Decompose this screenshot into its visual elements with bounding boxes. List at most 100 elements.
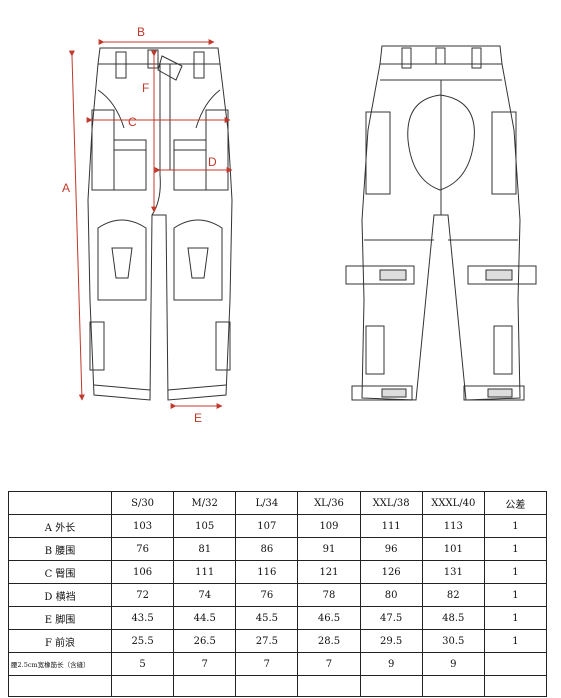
table-cell: 45.5: [235, 606, 299, 630]
table-cell: 48.5: [421, 606, 485, 630]
table-row: E 脚围 43.5 44.5 45.5 46.5 47.5 48.5 1: [8, 606, 548, 630]
table-cell: 30.5: [421, 629, 485, 653]
table-cell: [483, 652, 548, 676]
measure-a-label: A: [62, 181, 70, 195]
header-cell: L/34: [235, 491, 299, 515]
front-lower-pocket: [89, 321, 105, 371]
table-cell: 131: [421, 560, 485, 584]
front-hip-pocket: [97, 89, 125, 129]
table-cell: 7: [173, 652, 237, 676]
back-ankle-strap: [463, 385, 525, 401]
back-waistband: [379, 45, 503, 65]
header-cell: XL/36: [297, 491, 361, 515]
table-cell: 7: [235, 652, 299, 676]
front-lower-pocket: [215, 321, 231, 371]
table-cell: [359, 675, 423, 697]
table-cell: 1: [483, 583, 548, 607]
table-cell: 105: [173, 514, 237, 538]
table-cell: 27.5: [235, 629, 299, 653]
table-cell: 7: [297, 652, 361, 676]
table-row: C 臀围 106 111 116 121 126 131 1: [8, 560, 548, 584]
measure-c-label: C: [128, 115, 137, 129]
table-row: D 横裆 72 74 76 78 80 82 1: [8, 583, 548, 607]
header-cell: M/32: [173, 491, 237, 515]
front-knee-panel: [97, 219, 147, 301]
table-cell: 78: [297, 583, 361, 607]
table-row-empty: [8, 675, 548, 697]
table-cell: 28.5: [297, 629, 361, 653]
table-cell: 101: [421, 537, 485, 561]
row-label: 腰2.5cm宽橡筋长（含缝）: [8, 652, 112, 676]
table-cell: 91: [297, 537, 361, 561]
measurement-lines: [68, 39, 233, 409]
measurement-labels: A B C D E F: [62, 25, 217, 425]
table-cell: 1: [483, 629, 548, 653]
table-cell: 76: [110, 537, 175, 561]
size-chart-table: S/30 M/32 L/34 XL/36 XXL/38 XXXL/40 公差 A…: [8, 491, 548, 697]
table-row: F 前浪 25.5 26.5 27.5 28.5 29.5 30.5 1: [8, 629, 548, 653]
table-cell: 121: [297, 560, 361, 584]
table-cell: 103: [110, 514, 175, 538]
table-cell: 81: [173, 537, 237, 561]
front-knee-panel: [173, 219, 223, 301]
back-view: [345, 45, 537, 401]
back-seat-panel: [407, 94, 475, 191]
table-cell: 1: [483, 514, 548, 538]
table-cell: 44.5: [173, 606, 237, 630]
table-cell: 96: [359, 537, 423, 561]
table-cell: 46.5: [297, 606, 361, 630]
table-cell: 113: [421, 514, 485, 538]
table-cell: 106: [110, 560, 175, 584]
row-label: B 腰围: [8, 537, 112, 561]
header-cell: 公差: [483, 491, 548, 515]
table-cell: 111: [173, 560, 237, 584]
table-cell: [483, 675, 548, 697]
table-cell: [173, 675, 237, 697]
row-label: C 臀围: [8, 560, 112, 584]
table-cell: 5: [110, 652, 175, 676]
table-cell: [8, 675, 112, 697]
table-cell: 9: [359, 652, 423, 676]
back-lower-pocket: [365, 325, 385, 375]
row-label: E 脚围: [8, 606, 112, 630]
table-row: B 腰围 76 81 86 91 96 101 1: [8, 537, 548, 561]
table-cell: 126: [359, 560, 423, 584]
front-thigh-pocket: [173, 139, 207, 191]
table-cell: 74: [173, 583, 237, 607]
table-cell: 111: [359, 514, 423, 538]
table-cell: 1: [483, 606, 548, 630]
table-cell: 116: [235, 560, 299, 584]
front-view: [87, 47, 233, 401]
header-cell: S/30: [110, 491, 175, 515]
back-lower-pocket: [493, 325, 513, 375]
table-cell: [297, 675, 361, 697]
header-cell: [8, 491, 112, 515]
back-belt-loop: [471, 47, 482, 69]
table-cell: 1: [483, 537, 548, 561]
table-cell: 80: [359, 583, 423, 607]
back-belt-loop: [401, 47, 412, 69]
table-cell: 26.5: [173, 629, 237, 653]
table-row: 腰2.5cm宽橡筋长（含缝） 5 7 7 7 9 9: [8, 652, 548, 676]
table-cell: 47.5: [359, 606, 423, 630]
table-cell: [421, 675, 485, 697]
front-hip-pocket: [195, 89, 221, 129]
row-label: A 外长: [8, 514, 112, 538]
pants-technical-drawing: A B C D E F: [62, 25, 537, 425]
front-thigh-pocket: [113, 139, 147, 191]
back-belt-loop: [435, 47, 446, 65]
table-cell: 29.5: [359, 629, 423, 653]
front-body-outline: [87, 63, 233, 401]
front-fly: [151, 64, 161, 216]
table-cell: 1: [483, 560, 548, 584]
front-side-pocket: [91, 109, 115, 191]
table-cell: 86: [235, 537, 299, 561]
header-cell: XXXL/40: [421, 491, 485, 515]
table-cell: 72: [110, 583, 175, 607]
front-buckle: [157, 55, 183, 81]
front-side-pocket: [205, 109, 229, 191]
measure-a-line: [68, 50, 85, 401]
row-label: F 前浪: [8, 629, 112, 653]
table-cell: 9: [421, 652, 485, 676]
measure-f-label: F: [142, 81, 149, 95]
